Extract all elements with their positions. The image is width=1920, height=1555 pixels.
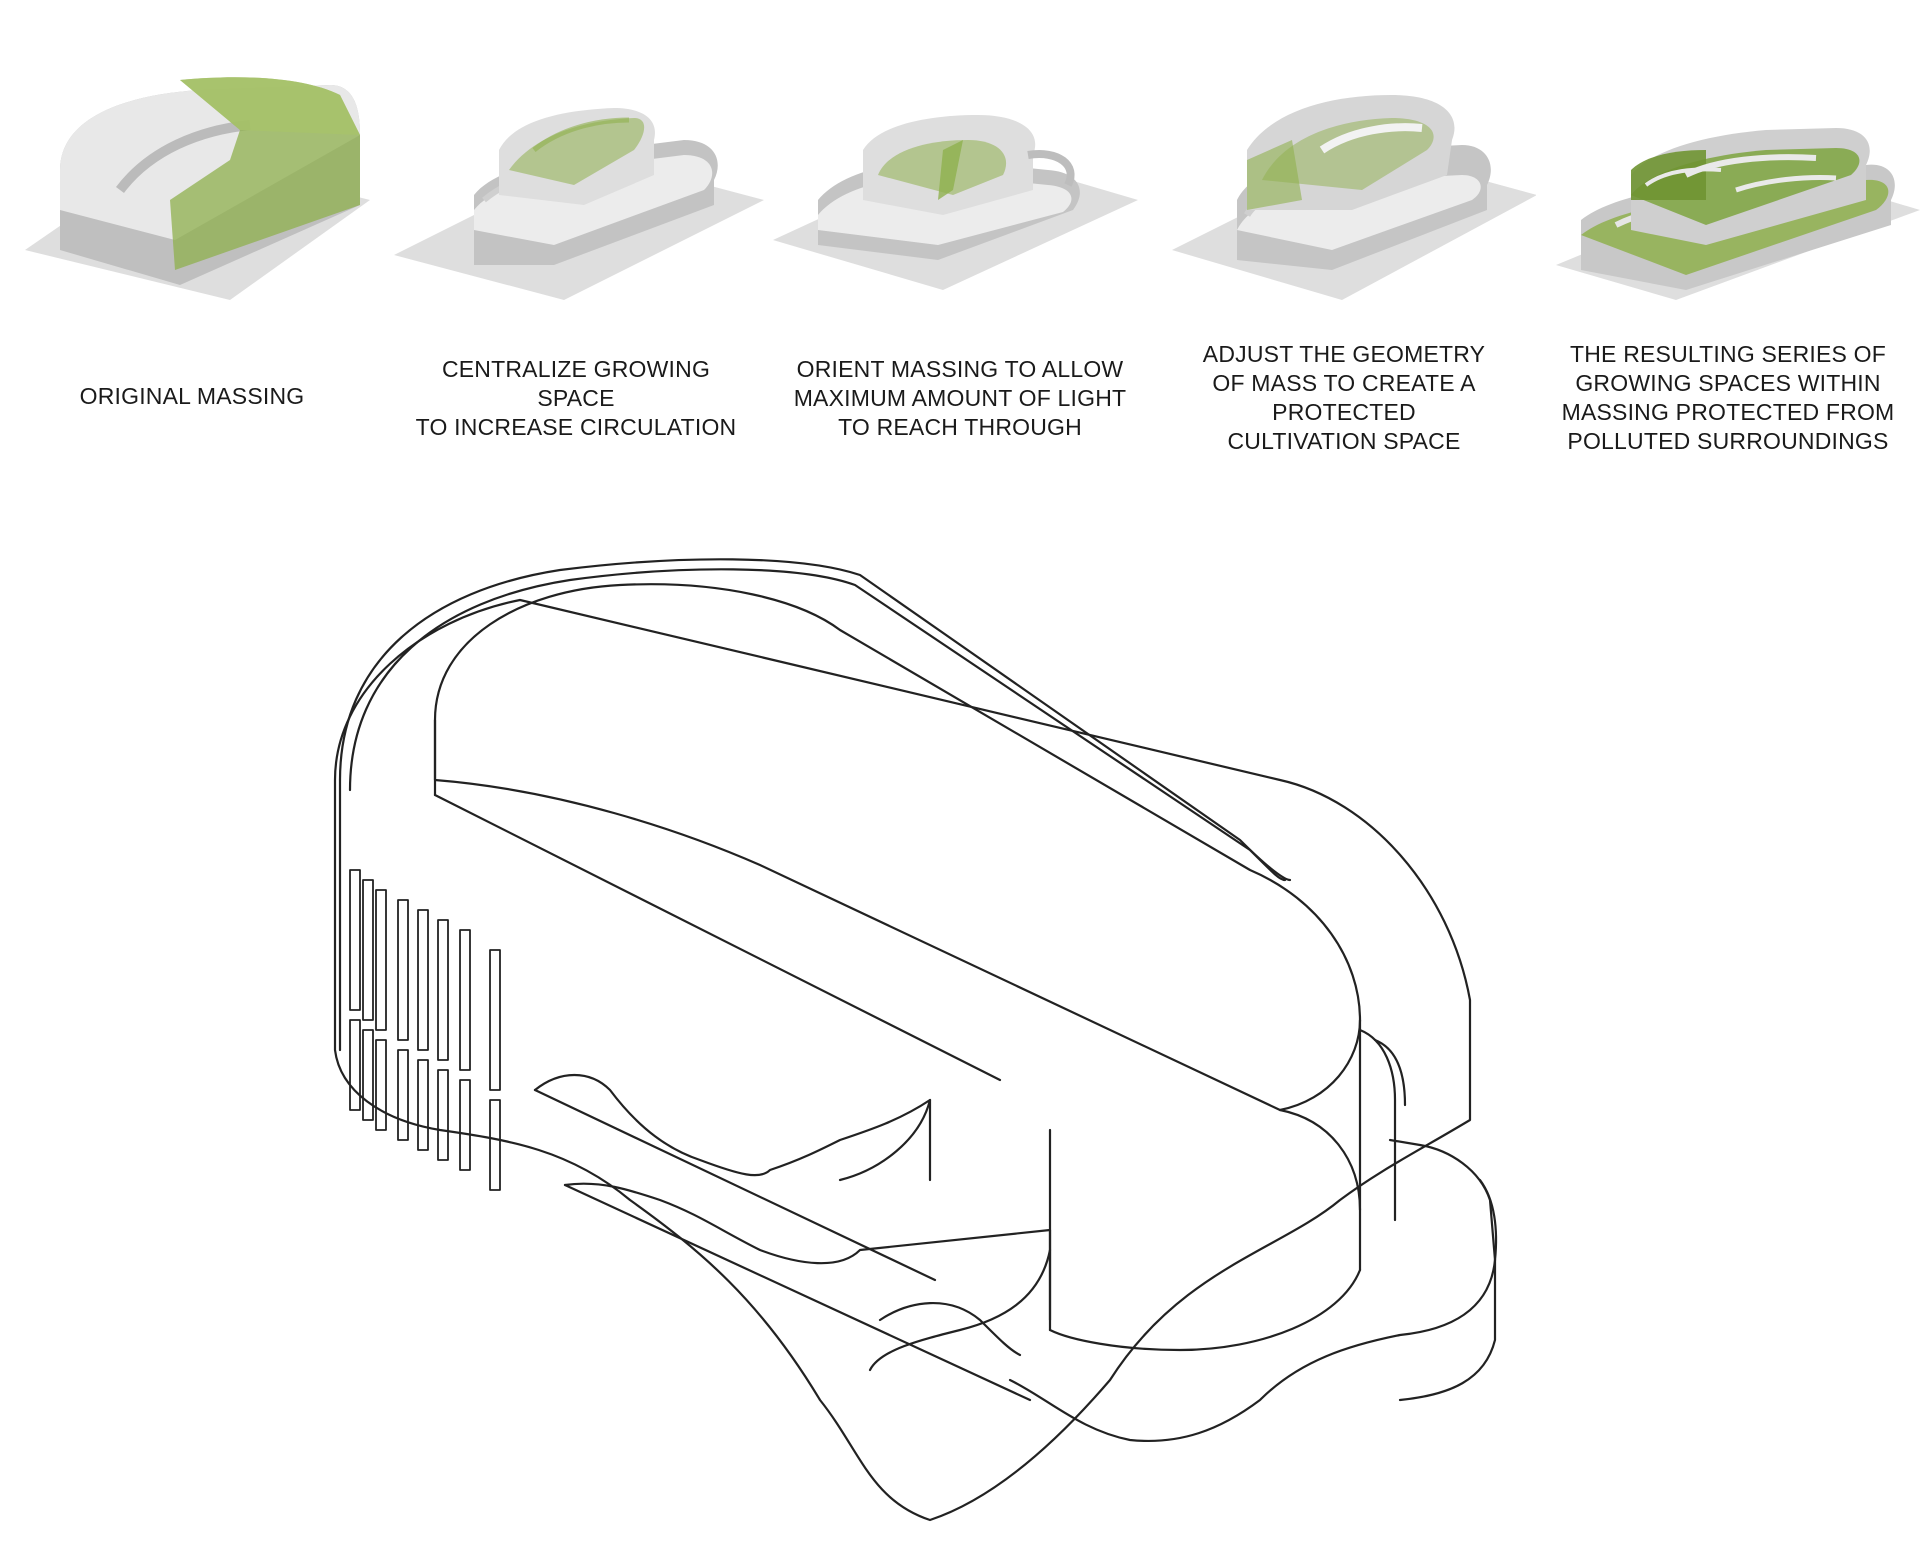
facade-windows — [350, 870, 500, 1190]
step-centralize-growing-space: CENTRALIZE GROWING SPACE TO INCREASE CIR… — [384, 0, 768, 480]
step-2-massing-model — [384, 0, 768, 300]
step-original-massing: ORIGINAL MASSING — [0, 0, 384, 480]
step-orient-massing: ORIENT MASSING TO ALLOW MAXIMUM AMOUNT O… — [768, 0, 1152, 480]
step-caption: ORIGINAL MASSING — [0, 382, 384, 411]
step-resulting-growing-spaces: THE RESULTING SERIES OF GROWING SPACES W… — [1536, 0, 1920, 480]
terrace-lower — [565, 1184, 1050, 1320]
step-adjust-geometry: ADJUST THE GEOMETRY OF MASS TO CREATE A … — [1152, 0, 1536, 480]
step-1-massing-model — [0, 0, 384, 300]
base-slab — [335, 600, 1470, 1520]
outer-ring — [340, 559, 1290, 880]
axonometric-line-drawing — [0, 480, 1920, 1550]
step-caption: ADJUST THE GEOMETRY OF MASS TO CREATE A … — [1152, 340, 1536, 456]
step-caption: CENTRALIZE GROWING SPACE TO INCREASE CIR… — [384, 355, 768, 442]
step-caption: ORIENT MASSING TO ALLOW MAXIMUM AMOUNT O… — [768, 355, 1152, 442]
step-5-massing-model — [1536, 0, 1920, 300]
step-4-massing-model — [1152, 0, 1536, 300]
terrace-upper — [535, 1075, 930, 1180]
step-caption: THE RESULTING SERIES OF GROWING SPACES W… — [1536, 340, 1920, 456]
roof-mass — [435, 584, 1360, 1110]
massing-steps: ORIGINAL MASSING CENTRALIZE GROWING SPAC… — [0, 0, 1920, 480]
step-3-massing-model — [768, 0, 1152, 300]
